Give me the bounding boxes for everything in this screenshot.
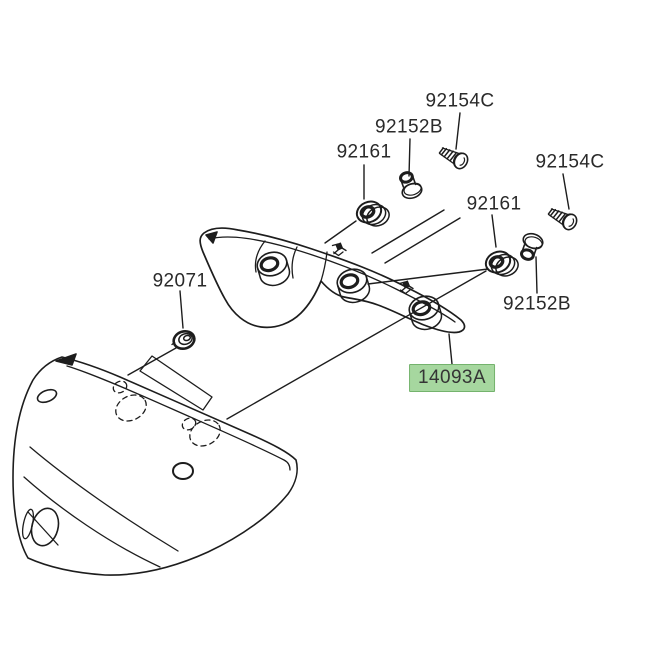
panel-hole-round xyxy=(172,462,194,480)
panel-hidden-hole-marks xyxy=(112,380,221,447)
leader-cover xyxy=(448,333,453,365)
bracket-pin-right xyxy=(398,280,414,295)
callout-92154C-top[interactable]: 92154C xyxy=(425,90,495,112)
callout-92152B-right[interactable]: 92152B xyxy=(503,293,571,315)
collar-part-top xyxy=(397,169,426,203)
panel-tip-mark xyxy=(55,353,77,366)
bracket-boss-left xyxy=(252,247,294,291)
leader-screw-right xyxy=(562,173,570,210)
bracket-fold-lines xyxy=(254,240,328,282)
panel-edge-inner-line xyxy=(66,365,291,471)
grommet-part-right xyxy=(480,246,523,282)
leader-axis-2 xyxy=(384,217,461,264)
panel-hole-slash xyxy=(27,511,59,546)
screw-part-right xyxy=(545,203,581,233)
callout-92161-right[interactable]: 92161 xyxy=(466,193,522,215)
bracket-boss-middle xyxy=(332,264,374,308)
callout-92152B-top[interactable]: 92152B xyxy=(375,116,443,138)
screw-part-top xyxy=(436,142,472,172)
callout-92161-left[interactable]: 92161 xyxy=(336,141,392,163)
panel-crease-2 xyxy=(23,476,161,568)
leader-grommet-right xyxy=(491,214,497,248)
leader-collar-top xyxy=(408,138,411,177)
rivet-part xyxy=(171,329,196,351)
leader-screw-top xyxy=(455,112,461,150)
leader-rivet xyxy=(179,290,184,329)
collar-part-right xyxy=(518,229,547,263)
callout-92071[interactable]: 92071 xyxy=(152,270,208,292)
bracket-tip-mark xyxy=(205,231,218,244)
leader-lines xyxy=(127,112,570,420)
leader-grommet-right-to-panel xyxy=(226,270,487,420)
callout-14093A-highlighted[interactable]: 14093A xyxy=(409,364,495,392)
leader-collar-right xyxy=(535,256,538,294)
body-panel xyxy=(12,353,298,576)
bracket-pin-left xyxy=(331,242,347,257)
leader-axis-1 xyxy=(371,209,445,254)
bracket-cover-part xyxy=(199,227,466,335)
leader-rivet-to-panel xyxy=(127,347,177,376)
leader-grommet-right-to-bracket xyxy=(367,268,489,285)
callout-92154C-right[interactable]: 92154C xyxy=(535,151,605,173)
leader-grommet-left-to-bracket xyxy=(324,220,357,244)
panel-hole-small xyxy=(36,388,58,404)
grommet-part-left xyxy=(351,196,394,232)
panel-crease-1 xyxy=(29,446,179,552)
panel-outline xyxy=(12,356,298,576)
panel-hole-large-back xyxy=(21,508,35,540)
bracket-outline xyxy=(199,227,466,334)
